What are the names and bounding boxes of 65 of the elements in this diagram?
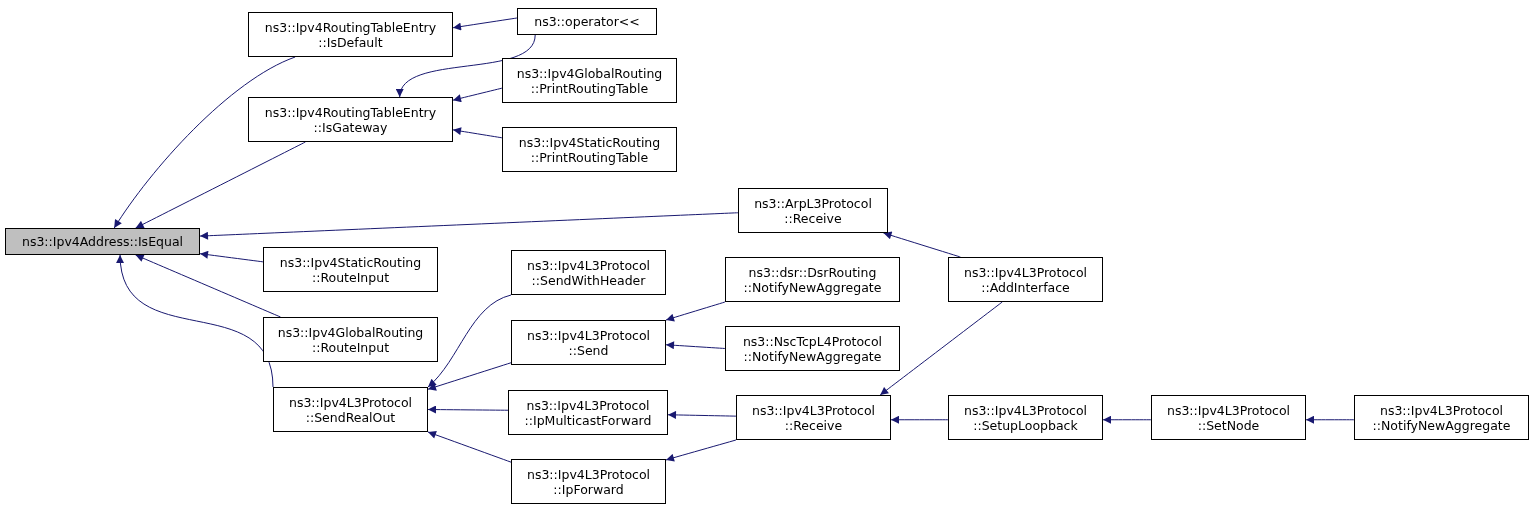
function-box <box>738 188 888 233</box>
function-name: ns3::Ipv4L3Protocol ::SetNode <box>1165 402 1292 433</box>
call-arrow <box>427 405 509 414</box>
call-arrow <box>452 127 503 139</box>
function-name: ns3::NscTcpL4Protocol ::NotifyNewAggregate <box>741 333 884 364</box>
function-box <box>948 257 1103 302</box>
call-arrow <box>879 301 1003 396</box>
function-box <box>736 395 891 440</box>
call-arrow <box>890 415 949 424</box>
function-box <box>248 97 453 142</box>
function-box <box>511 320 666 365</box>
call-arrow <box>452 17 518 31</box>
function-name: ns3::Ipv4L3Protocol ::NotifyNewAggregate <box>1371 402 1512 433</box>
function-box <box>5 228 200 255</box>
call-arrow <box>665 439 737 462</box>
function-box <box>273 387 428 432</box>
call-arrow <box>199 250 264 263</box>
function-name: ns3::Ipv4Address::IsEqual <box>21 234 184 249</box>
function-box <box>263 317 438 362</box>
function-name: ns3::Ipv4GlobalRouting ::PrintRoutingTable <box>515 65 664 96</box>
function-box <box>511 459 666 504</box>
call-arrow <box>199 212 739 240</box>
function-name: ns3::Ipv4StaticRouting ::PrintRoutingTable <box>517 134 662 165</box>
call-arrow <box>427 294 512 388</box>
function-box <box>502 58 677 103</box>
call-arrow <box>427 430 512 463</box>
call-arrow <box>667 410 737 419</box>
function-name: ns3::Ipv4RoutingTableEntry ::IsGateway <box>263 104 438 135</box>
function-box <box>1354 395 1529 440</box>
function-box <box>502 127 677 172</box>
function-name: ns3::Ipv4L3Protocol ::SendRealOut <box>287 394 414 425</box>
call-arrow <box>135 141 306 229</box>
function-box <box>725 326 900 371</box>
function-box <box>263 247 438 292</box>
function-box <box>1151 395 1306 440</box>
function-name: ns3::Ipv4L3Protocol ::SendWithHeader <box>525 257 652 288</box>
function-name: ns3::dsr::DsrRouting ::NotifyNewAggregate <box>742 264 883 295</box>
function-name: ns3::Ipv4L3Protocol ::Receive <box>750 402 877 433</box>
function-box <box>725 257 900 302</box>
function-name: ns3::Ipv4RoutingTableEntry ::IsDefault <box>263 19 438 50</box>
call-arrow <box>665 341 726 350</box>
call-arrow <box>427 362 512 391</box>
function-name: ns3::Ipv4GlobalRouting ::RouteInput <box>276 324 425 355</box>
call-arrow <box>883 231 961 258</box>
function-box <box>511 250 666 295</box>
call-arrow <box>135 254 281 318</box>
call-arrow <box>665 301 726 322</box>
call-arrow <box>452 87 503 103</box>
call-arrow <box>117 254 274 388</box>
function-box <box>508 390 668 435</box>
function-name: ns3::Ipv4L3Protocol ::IpForward <box>525 466 652 497</box>
function-name: ns3::Ipv4StaticRouting ::RouteInput <box>278 254 423 285</box>
call-arrow <box>1305 415 1355 424</box>
function-box <box>248 12 453 57</box>
call-arrow <box>1102 415 1152 424</box>
function-name: ns3::Ipv4L3Protocol ::AddInterface <box>962 264 1089 295</box>
call-arrow <box>397 34 536 98</box>
function-box <box>948 395 1103 440</box>
function-name: ns3::ArpL3Protocol ::Receive <box>753 195 873 226</box>
function-box <box>517 8 657 35</box>
function-name: ns3::Ipv4L3Protocol ::Send <box>525 327 652 358</box>
function-name: ns3::operator<< <box>534 14 640 29</box>
call-arrow <box>113 56 296 229</box>
function-name: ns3::Ipv4L3Protocol ::IpMulticastForward <box>523 397 653 428</box>
function-name: ns3::Ipv4L3Protocol ::SetupLoopback <box>962 402 1089 433</box>
